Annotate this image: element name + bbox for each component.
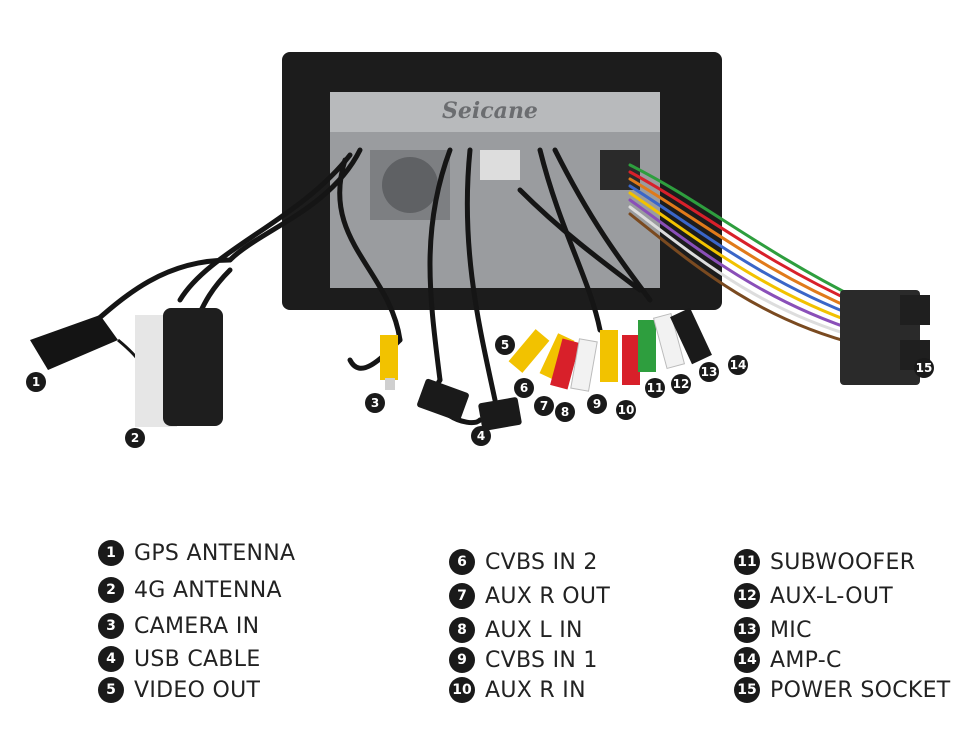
legend-number: 2 (98, 577, 124, 603)
legend-label: USB CABLE (134, 646, 261, 672)
callout-15: 15 (914, 358, 934, 378)
legend-number: 8 (449, 617, 475, 643)
legend-label: VIDEO OUT (134, 677, 261, 703)
camera-rca-connector (380, 335, 398, 390)
legend-item-1: 1 GPS ANTENNA (98, 537, 295, 569)
callout-7: 7 (534, 396, 554, 416)
legend-item-14: 14 AMP-C (734, 644, 842, 676)
legend-number: 11 (734, 549, 760, 575)
legend-label: AUX R OUT (485, 583, 611, 609)
gps-antenna-module (30, 315, 142, 370)
legend-item-13: 13 MIC (734, 614, 812, 646)
callout-6: 6 (514, 378, 534, 398)
legend-item-7: 7 AUX R OUT (449, 580, 610, 612)
product-photo: Seicane (30, 52, 930, 431)
legend-number: 10 (449, 677, 475, 703)
legend-number: 3 (98, 613, 124, 639)
legend-item-15: 15 POWER SOCKET (734, 674, 951, 706)
legend-label: CVBS IN 2 (485, 549, 598, 575)
legend-item-3: 3 CAMERA IN (98, 610, 259, 642)
callout-12: 12 (671, 374, 691, 394)
legend-item-5: 5 VIDEO OUT (98, 674, 260, 706)
legend-item-11: 11 SUBWOOFER (734, 546, 915, 578)
legend-number: 13 (734, 617, 760, 643)
legend-item-2: 2 4G ANTENNA (98, 574, 282, 606)
legend-label: GPS ANTENNA (134, 540, 296, 566)
legend-item-10: 10 AUX R IN (449, 674, 586, 706)
rca-connector-cluster (508, 307, 712, 392)
legend-item-4: 4 USB CABLE (98, 643, 261, 675)
callout-5: 5 (495, 335, 515, 355)
legend-number: 12 (734, 583, 760, 609)
legend-number: 15 (734, 677, 760, 703)
usb-connectors (417, 378, 522, 431)
legend-label: AMP-C (770, 647, 842, 673)
legend-item-6: 6 CVBS IN 2 (449, 546, 598, 578)
legend-label: CVBS IN 1 (485, 647, 598, 673)
callout-11: 11 (645, 378, 665, 398)
legend-number: 1 (98, 540, 124, 566)
legend-item-8: 8 AUX L IN (449, 614, 583, 646)
legend-number: 7 (449, 583, 475, 609)
legend-item-9: 9 CVBS IN 1 (449, 644, 598, 676)
callout-1: 1 (26, 372, 46, 392)
legend-number: 4 (98, 646, 124, 672)
legend-label: SUBWOOFER (770, 549, 916, 575)
legend-label: MIC (770, 617, 812, 643)
legend-label: AUX L IN (485, 617, 583, 643)
legend-number: 5 (98, 677, 124, 703)
callout-2: 2 (125, 428, 145, 448)
callout-13: 13 (699, 362, 719, 382)
legend-number: 9 (449, 647, 475, 673)
callout-4: 4 (471, 426, 491, 446)
callout-8: 8 (555, 402, 575, 422)
brand-logo: Seicane (442, 98, 538, 124)
legend-label: AUX R IN (485, 677, 586, 703)
legend-label: POWER SOCKET (770, 677, 951, 703)
legend-label: CAMERA IN (134, 613, 260, 639)
power-socket-connector (840, 290, 930, 385)
callout-9: 9 (587, 394, 607, 414)
legend-label: 4G ANTENNA (134, 577, 282, 603)
callout-3: 3 (365, 393, 385, 413)
legend-number: 6 (449, 549, 475, 575)
callout-14: 14 (728, 355, 748, 375)
legend-number: 14 (734, 647, 760, 673)
callout-10: 10 (616, 400, 636, 420)
legend-label: AUX-L-OUT (770, 583, 894, 609)
legend-item-12: 12 AUX-L-OUT (734, 580, 893, 612)
4g-antenna-module (135, 308, 223, 427)
